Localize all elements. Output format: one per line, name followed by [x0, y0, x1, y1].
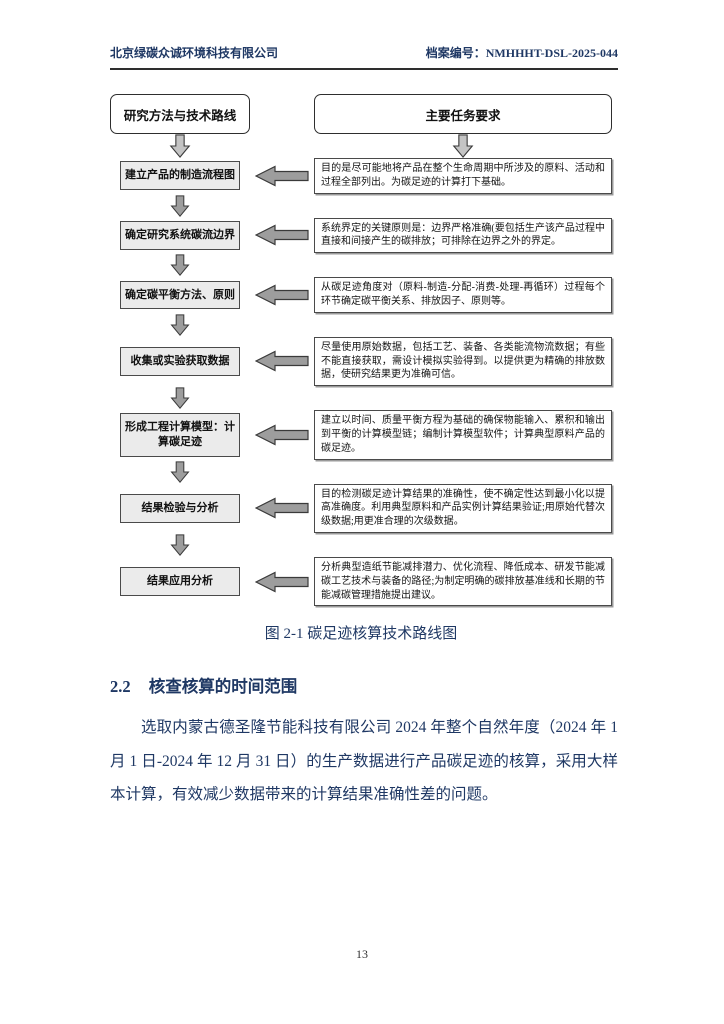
arrow-left-icon [255, 165, 309, 187]
arrow-left-icon [255, 284, 309, 306]
step-label: 形成工程计算模型：计算碳足迹 [120, 413, 240, 457]
flow-step: 结果应用分析 分析典型造纸节能减排潜力、优化流程、降低成本、研发节能减碳工艺技术… [110, 556, 612, 607]
arrow-left-icon [255, 424, 309, 446]
section-heading: 2.2 核查核算的时间范围 [110, 673, 618, 697]
arrow-down-icon [170, 460, 190, 483]
figure-caption: 图 2-1 碳足迹核算技术路线图 [264, 626, 458, 643]
step-label: 确定研究系统碳流边界 [120, 220, 240, 250]
arrow-left-icon [255, 350, 309, 372]
section-number: 2.2 [110, 677, 131, 697]
arrow-left-icon [255, 224, 309, 246]
arrow-down-icon [170, 387, 190, 410]
page-header: 北京绿碳众诚环境科技有限公司 档案编号：NMHHHT-DSL-2025-044 [110, 44, 618, 70]
section-title: 核查核算的时间范围 [148, 677, 298, 697]
flowchart-connector [110, 386, 612, 410]
body-paragraph: 选取内蒙古德圣隆节能科技有限公司 2024 年整个自然年度（2024 年 1 月… [110, 719, 618, 803]
archive-value: NMHHHT-DSL-2025-044 [485, 46, 618, 60]
flowchart-right-header: 主要任务要求 [314, 94, 612, 134]
step-label: 结果应用分析 [120, 567, 240, 597]
arrow-down-icon [170, 254, 190, 277]
arrow-down-icon [170, 534, 190, 556]
flowchart-left-header: 研究方法与技术路线 [110, 94, 250, 134]
company-name: 北京绿碳众诚环境科技有限公司 [110, 46, 279, 60]
task-description: 建立以时间、质量平衡方程为基础的确保物能输入、累积和输出到平衡的计算模型链；编制… [314, 410, 612, 460]
flow-step: 确定研究系统碳流边界 系统界定的关键原则是：边界严格准确(要包括生产该产品过程中… [110, 217, 612, 254]
task-description: 尽量使用原始数据，包括工艺、装备、各类能流物流数据；有些不能直接获取，需设计模拟… [314, 336, 612, 387]
step-label: 建立产品的制造流程图 [120, 161, 240, 191]
task-description: 分析典型造纸节能减排潜力、优化流程、降低成本、研发节能减碳工艺技术与装备的路径;… [314, 556, 612, 607]
task-description: 目的是尽可能地将产品在整个生命周期中所涉及的原料、活动和过程全部列出。为碳足迹的… [314, 158, 612, 194]
flow-step: 收集或实验获取数据 尽量使用原始数据，包括工艺、装备、各类能流物流数据；有些不能… [110, 336, 612, 387]
flowchart-header-row: 研究方法与技术路线 主要任务要求 [110, 94, 612, 134]
task-description: 目的检测碳足迹计算结果的准确性，使不确定性达到最小化以提高准确度。利用典型原料和… [314, 483, 612, 533]
flowchart-connector [110, 194, 612, 218]
flow-step: 建立产品的制造流程图 目的是尽可能地将产品在整个生命周期中所涉及的原料、活动和过… [110, 158, 612, 194]
arrow-down-icon [452, 134, 474, 158]
archive-label: 档案编号： [425, 46, 486, 60]
arrow-left-icon [255, 497, 309, 519]
step-label: 确定碳平衡方法、原则 [120, 280, 240, 310]
step-label: 收集或实验获取数据 [120, 347, 240, 376]
flowchart-connector [110, 533, 612, 557]
flowchart-figure: 研究方法与技术路线 主要任务要求 建立产品的制造流程图 目的是尽可能地将产品在整… [110, 94, 612, 607]
flowchart-connector [110, 460, 612, 484]
arrow-down-icon [170, 194, 190, 217]
page-number: 13 [356, 947, 368, 961]
task-description: 系统界定的关键原则是：边界严格准确(要包括生产该产品过程中直接和间接产生的碳排放… [314, 217, 612, 254]
flowchart-connector [110, 253, 612, 277]
flowchart-connector [110, 134, 612, 158]
arrow-down-icon [169, 134, 191, 158]
task-description: 从碳足迹角度对（原料-制造-分配-消费-处理-再循环）过程每个环节确定碳平衡关系… [314, 277, 612, 313]
step-label: 结果检验与分析 [120, 493, 240, 523]
archive-number: 档案编号：NMHHHT-DSL-2025-044 [426, 44, 618, 61]
flow-step: 结果检验与分析 目的检测碳足迹计算结果的准确性，使不确定性达到最小化以提高准确度… [110, 483, 612, 533]
flow-step: 形成工程计算模型：计算碳足迹 建立以时间、质量平衡方程为基础的确保物能输入、累积… [110, 410, 612, 460]
flow-step: 确定碳平衡方法、原则 从碳足迹角度对（原料-制造-分配-消费-处理-再循环）过程… [110, 277, 612, 313]
arrow-down-icon [170, 314, 190, 336]
flowchart-connector [110, 313, 612, 337]
arrow-left-icon [255, 571, 309, 593]
